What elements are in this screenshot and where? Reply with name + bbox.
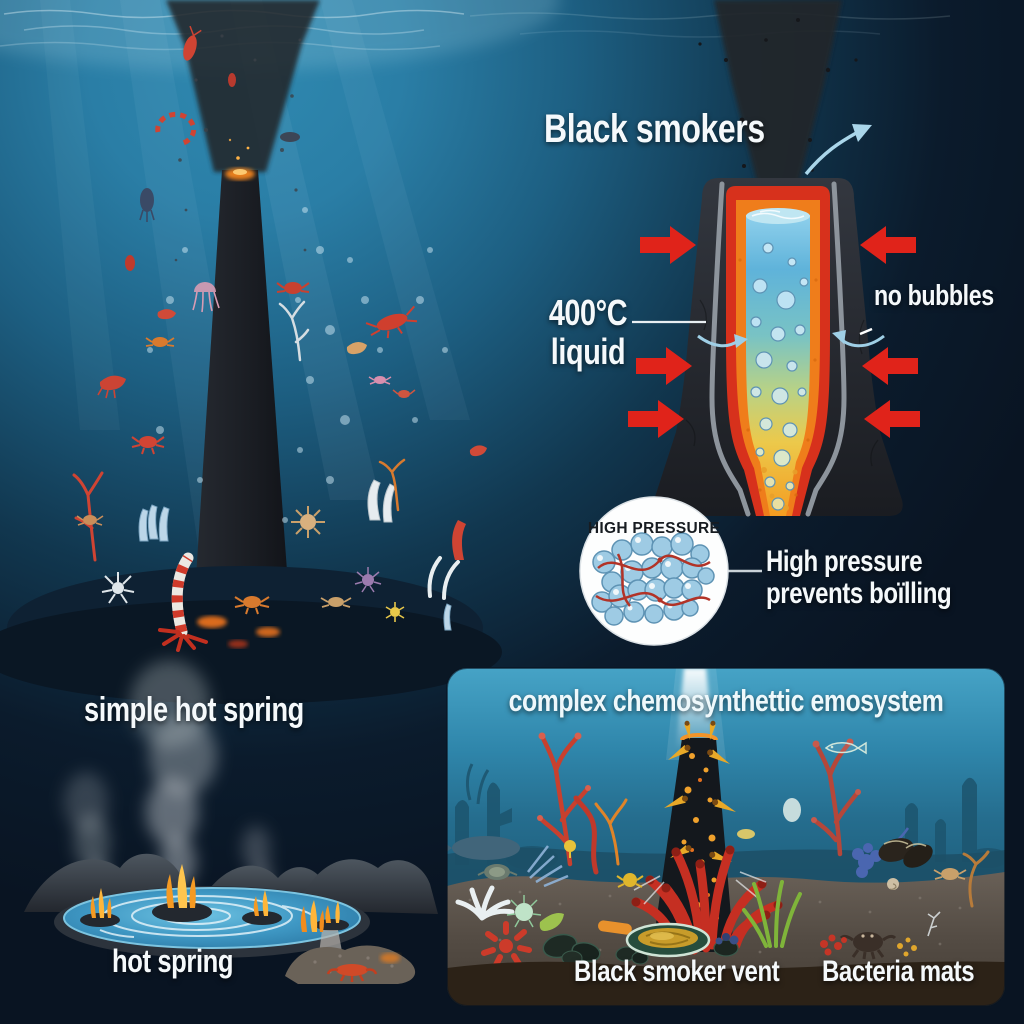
pressure-arrows (628, 226, 920, 438)
vent-flames (90, 864, 340, 923)
hot-spring-illustration (24, 660, 438, 984)
temp-label: 400°C liquid (540, 292, 636, 372)
no-bubbles-connector (832, 327, 885, 348)
bacteria-mats-label: Bacteria mats (822, 955, 975, 988)
ecosystem-title: complex chemosynthettic emosystem (508, 683, 944, 718)
red-coral-right (811, 739, 861, 857)
dark-crab (839, 932, 897, 960)
hot-spring-label: hot spring (112, 943, 234, 979)
red-crustacean (326, 964, 378, 982)
high-pressure-caption-line2: prevents boïlling (766, 577, 952, 611)
black-smoker-vent-label: Black smoker vent (574, 955, 780, 988)
no-bubbles-label: no bubbles (874, 280, 994, 312)
white-anemone (455, 885, 515, 921)
flow-arrow-icon (804, 124, 872, 176)
vent-cross-section (653, 178, 903, 517)
main-vent-scene (0, 0, 502, 704)
black-smokers-title: Black smokers (544, 107, 765, 151)
temp-connector (632, 320, 748, 348)
high-pressure-inset: HIGH PRESSURE (579, 496, 762, 646)
diagram-smoke-plume-icon (698, 0, 858, 186)
panel-fauna-right (713, 741, 990, 960)
big-mussels (878, 838, 933, 868)
seafloor-mound (0, 566, 502, 704)
red-coral-left (537, 733, 591, 867)
striped-tube-worm (158, 552, 208, 652)
high-pressure-caption: High pressure prevents boïlling (766, 545, 952, 611)
high-pressure-badge-label: HIGH PRESSURE (588, 520, 720, 537)
molecule-bubbles (591, 532, 715, 626)
red-wheel-colony (481, 921, 532, 968)
smoke-plume-icon (166, 0, 320, 262)
green-seaweed (742, 880, 802, 948)
black-smokers-diagram (628, 0, 920, 517)
bubbles (147, 207, 448, 523)
vent-fauna (72, 25, 487, 652)
vent-chimney (192, 168, 292, 640)
bacteria-mat-bowl (625, 922, 711, 958)
temp-label-line1: 400°C (548, 292, 628, 333)
ecosystem-panel (447, 668, 1005, 1006)
hot-spring-title: simple hot spring (84, 691, 304, 729)
high-pressure-caption-line1: High pressure (766, 545, 923, 578)
mussels (542, 933, 649, 966)
temp-label-line2: liquid (550, 330, 626, 372)
liquid-bubbles (750, 242, 809, 511)
side-outcrop (285, 900, 416, 984)
panel-fauna-left (447, 836, 649, 968)
